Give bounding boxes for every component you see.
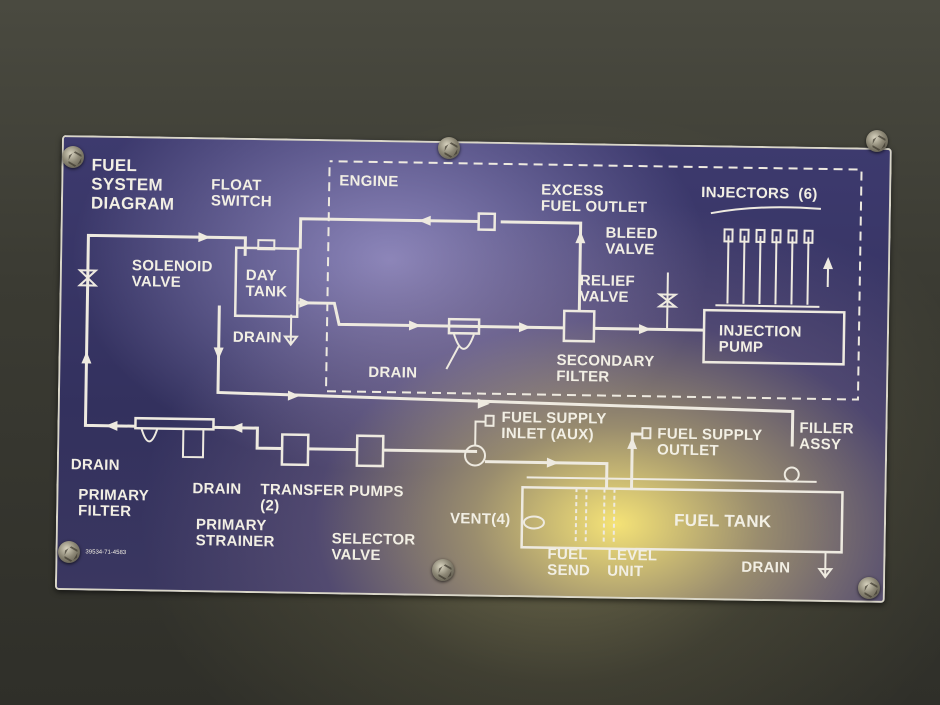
mounting-screw-top-center <box>438 137 460 159</box>
label-solenoid-valve: SOLENOID VALVE <box>132 258 213 291</box>
vent-lines <box>576 488 615 544</box>
label-level-unit: LEVEL UNIT <box>607 548 657 581</box>
excess-fuel-outlet-symbol <box>479 214 495 230</box>
label-relief-valve: RELIEF VALVE <box>579 273 635 306</box>
part-number: 39534-71-4583 <box>85 549 126 557</box>
excess-return-line <box>300 219 478 252</box>
label-fuel-tank: FUEL TANK <box>674 511 772 532</box>
label-vent: VENT(4) <box>450 511 511 528</box>
label-drain-secondary: DRAIN <box>368 365 417 382</box>
secondary-drain-line <box>446 346 458 369</box>
primary-strainer-bowl <box>183 429 203 457</box>
label-fuel-supply-outlet: FUEL SUPPLY OUTLET <box>657 426 762 460</box>
mounting-screw-bottom-center <box>432 559 454 581</box>
label-primary-filter: PRIMARY FILTER <box>78 487 149 520</box>
primary-filter-bowl <box>141 428 157 441</box>
label-filler-assy: FILLER ASSY <box>799 421 854 454</box>
label-injectors: INJECTORS (6) <box>701 185 818 203</box>
selector-valve-symbol <box>465 445 485 465</box>
primary-filter-manifold <box>135 418 213 429</box>
label-transfer-pumps: TRANSFER PUMPS (2) <box>260 482 404 516</box>
label-excess-fuel-outlet: EXCESS FUEL OUTLET <box>541 183 648 217</box>
label-engine: ENGINE <box>339 173 399 190</box>
fuel-send-symbol <box>524 516 544 528</box>
label-fuel-supply-inlet: FUEL SUPPLY INLET (AUX) <box>501 410 606 444</box>
injectors-group <box>709 206 834 307</box>
selector-to-tank <box>485 462 607 489</box>
label-injection-pump: INJECTION PUMP <box>719 323 802 356</box>
day-tank-drain <box>285 315 297 345</box>
label-day-tank: DAY TANK <box>245 268 287 301</box>
diagram-lines <box>55 135 892 603</box>
transfer-line <box>213 427 282 448</box>
label-drain-primary-filter: DRAIN <box>71 457 120 474</box>
label-drain-primary-strainer: DRAIN <box>192 481 241 498</box>
mounting-screw-top-left <box>62 146 84 168</box>
label-secondary-filter: SECONDARY FILTER <box>556 353 654 387</box>
filler-assy-symbol <box>785 467 799 481</box>
supply-line-to-relief <box>297 303 564 328</box>
excess-fuel-line <box>499 222 580 311</box>
mounting-screw-bottom-right <box>858 577 880 599</box>
relief-valve-box <box>564 311 594 341</box>
secondary-filter-bowl <box>454 334 474 349</box>
fuel-system-diagram-plate: FUEL SYSTEM DIAGRAM FLOAT SWITCH ENGINE … <box>55 135 892 603</box>
label-drain-day-tank: DRAIN <box>233 330 282 347</box>
transfer-pump-1 <box>282 434 308 464</box>
diagram-title: FUEL SYSTEM DIAGRAM <box>91 155 175 213</box>
fuel-tank-drain <box>819 552 831 577</box>
label-fuel-send: FUEL SEND <box>547 547 590 580</box>
label-primary-strainer: PRIMARY STRAINER <box>196 517 276 550</box>
transfer-pump-2 <box>357 436 383 466</box>
fuel-tank-inner-line <box>527 477 817 482</box>
label-selector-valve: SELECTOR VALVE <box>331 531 415 564</box>
mounting-screw-bottom-left <box>58 541 80 563</box>
mounting-screw-top-right <box>866 130 888 152</box>
label-drain-fuel-tank: DRAIN <box>741 560 790 577</box>
label-bleed-valve: BLEED VALVE <box>605 226 658 259</box>
label-float-switch: FLOAT SWITCH <box>211 177 272 210</box>
transfer-to-selector <box>383 450 477 451</box>
